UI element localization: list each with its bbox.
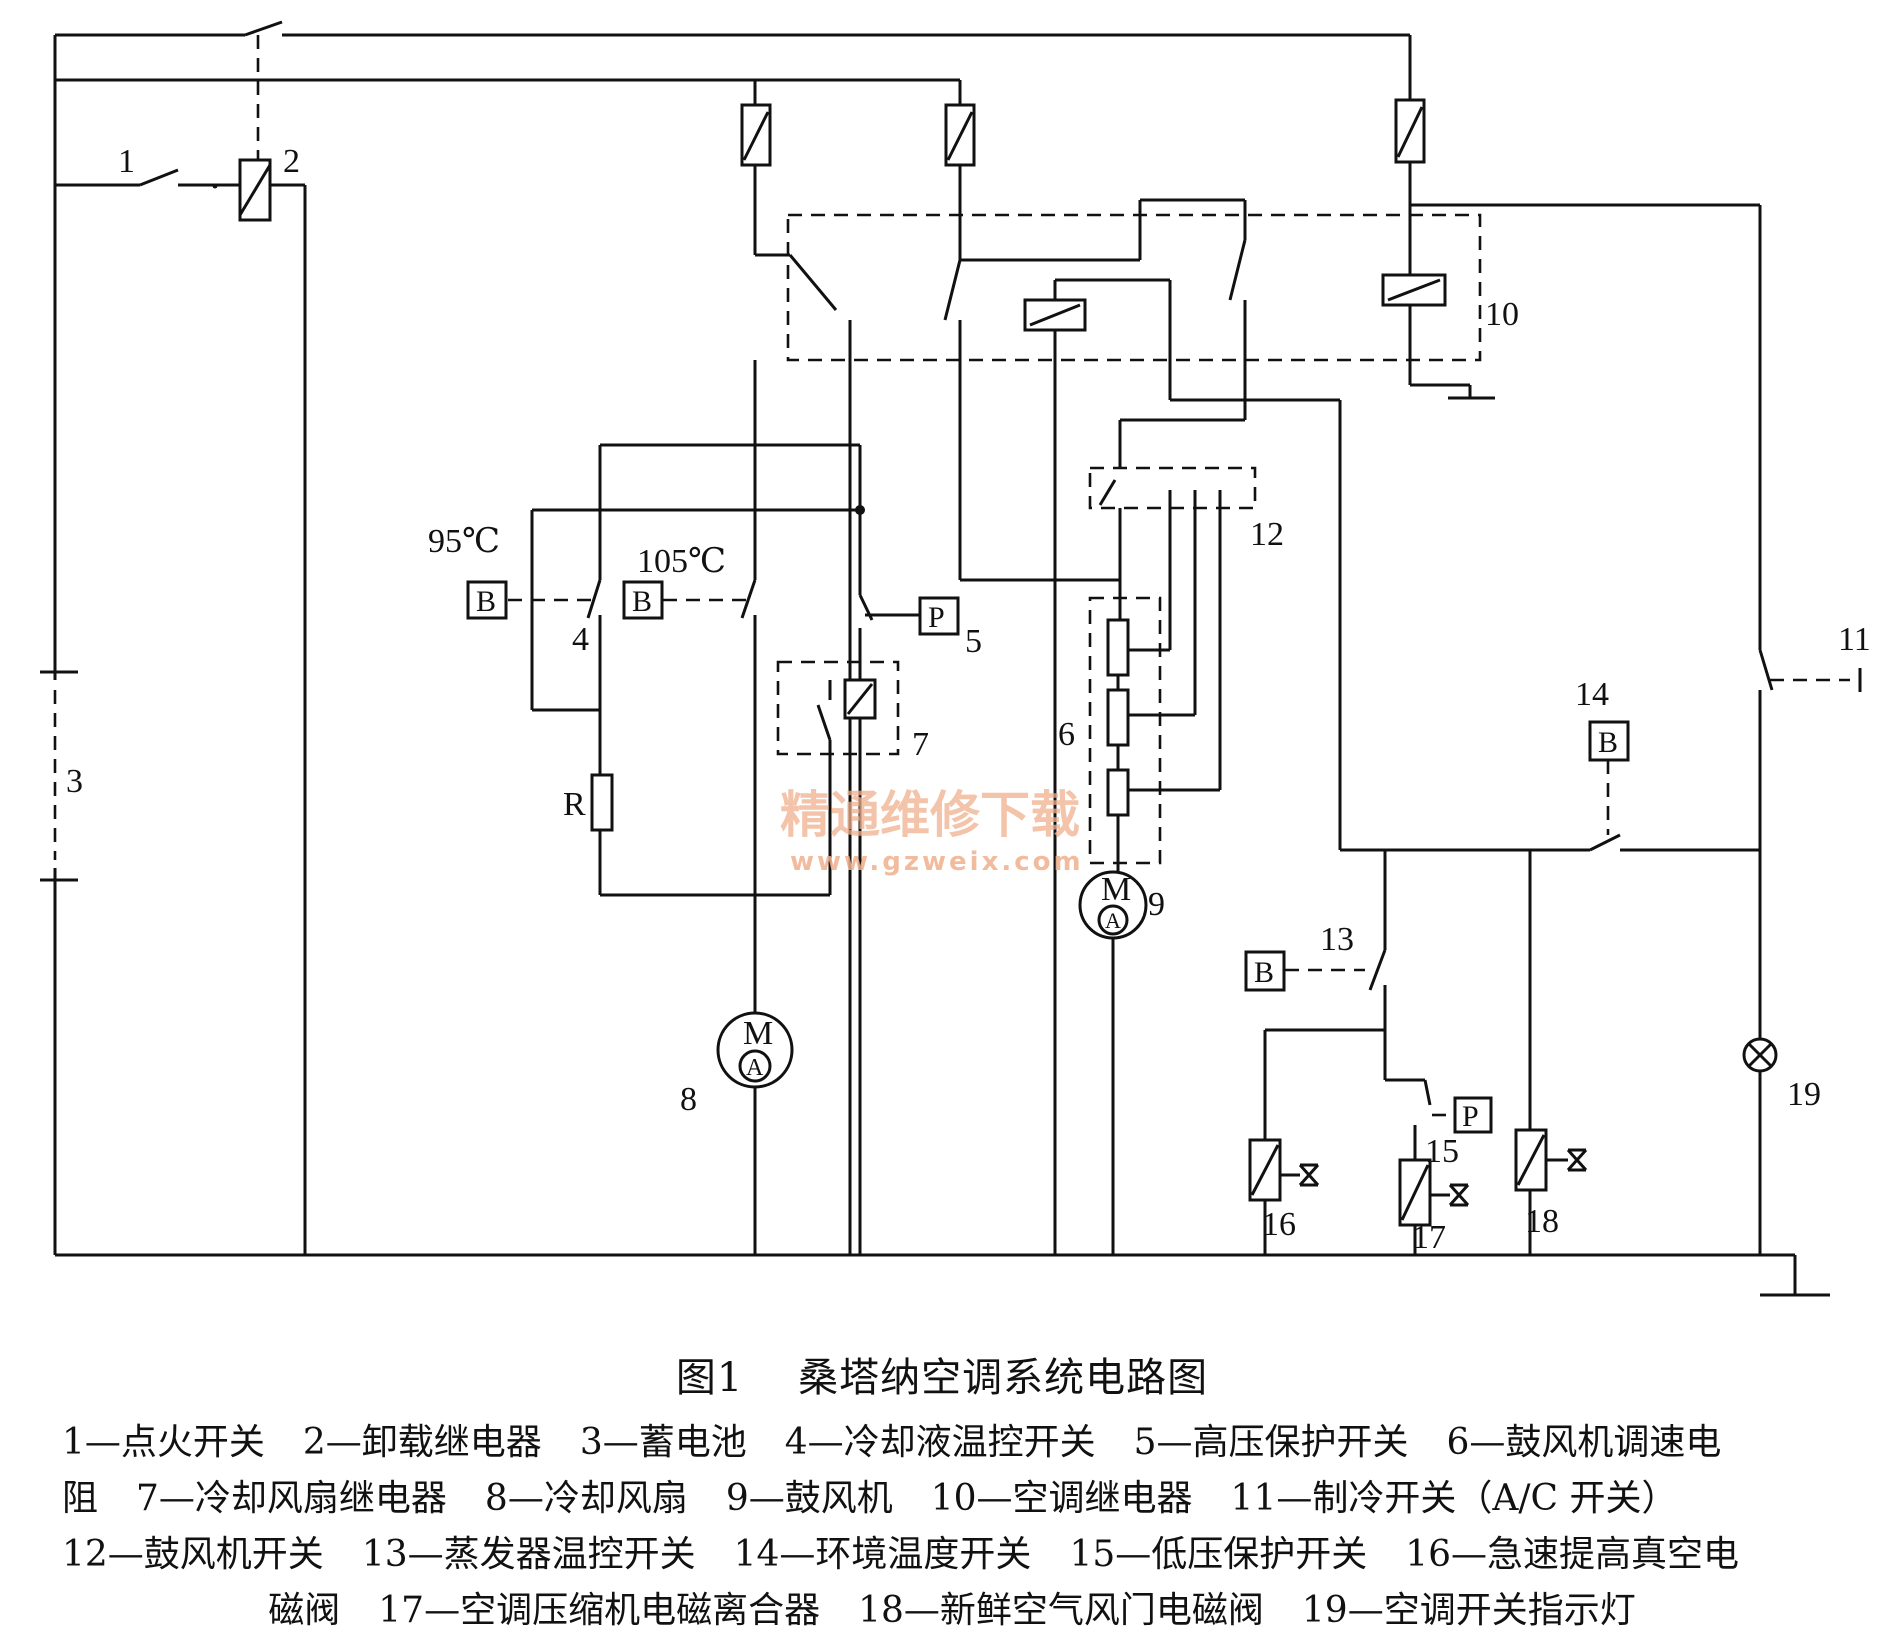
label-95c: 95℃ xyxy=(428,523,500,560)
svg-text:B: B xyxy=(632,585,652,618)
legend-item: 磁阀 xyxy=(268,1590,341,1631)
pressure-sensor-p-2: P xyxy=(1453,1096,1493,1134)
label-11: 11 xyxy=(1838,621,1871,658)
legend-item: 12—鼓风机开关 xyxy=(62,1534,324,1575)
compressor-clutch xyxy=(1398,1158,1470,1255)
legend-row-3: 12—鼓风机开关 13—蒸发器温控开关 14—环境温度开关 15—低压保护开关 16—急… xyxy=(62,1527,1842,1583)
legend-item: 10—空调继电器 xyxy=(930,1478,1193,1519)
legend-item: 16—急速提高真空电 xyxy=(1405,1534,1740,1575)
figure-caption: 图1 桑塔纳空调系统电路图 xyxy=(0,1345,1884,1403)
label-13: 13 xyxy=(1320,921,1354,958)
legend-item: 阻 xyxy=(62,1478,99,1519)
ignition-switch xyxy=(139,168,233,189)
label-2: 2 xyxy=(283,143,300,180)
high-pressure-switch xyxy=(858,510,920,680)
temp-sensor-b-2: B xyxy=(622,580,664,620)
circuit-diagram: B B P B B P M A M A 1 2 3 4 5 6 7 8 9 10… xyxy=(40,20,1871,1297)
ambient-temp-switch xyxy=(1340,760,1760,852)
label-7: 7 xyxy=(912,726,929,763)
legend-item: 1—点火开关 xyxy=(62,1422,265,1463)
legend-item: 15—低压保护开关 xyxy=(1069,1534,1368,1575)
temp-sensor-b-4: B xyxy=(1244,950,1286,992)
label-17: 17 xyxy=(1412,1219,1446,1256)
watermark-url: www.gzweix.com xyxy=(790,847,1084,877)
label-105c: 105℃ xyxy=(637,543,726,580)
label-16: 16 xyxy=(1262,1206,1296,1243)
label-18: 18 xyxy=(1525,1203,1559,1240)
svg-text:P: P xyxy=(928,601,945,634)
blower-resistor xyxy=(1088,596,1220,875)
svg-text:B: B xyxy=(1598,726,1618,759)
blower-motor xyxy=(1078,870,1148,1255)
label-19: 19 xyxy=(1787,1076,1821,1113)
component-legend: 1—点火开关 2—卸载继电器 3—蓄电池 4—冷却液温控开关 5—高压保护开关 6—鼓风机… xyxy=(62,1415,1842,1639)
idle-vacuum-valve xyxy=(1248,1028,1385,1255)
fan-motor-a: A xyxy=(746,1055,764,1081)
figure-number: 图1 xyxy=(675,1355,744,1401)
legend-item: 19—空调开关指示灯 xyxy=(1301,1590,1636,1631)
label-14: 14 xyxy=(1575,676,1609,713)
ac-relay xyxy=(755,198,1760,1255)
label-6: 6 xyxy=(1058,716,1075,753)
legend-item: 17—空调压缩机电磁离合器 xyxy=(378,1590,821,1631)
cooling-fan xyxy=(716,960,794,1255)
fuse-2 xyxy=(944,80,976,260)
svg-text:P: P xyxy=(1462,1100,1479,1133)
legend-item: 8—冷却风扇 xyxy=(484,1478,688,1519)
legend-item: 5—高压保护开关 xyxy=(1133,1422,1409,1463)
label-10: 10 xyxy=(1485,296,1519,333)
coolant-temp-switch xyxy=(508,360,865,960)
label-r: R xyxy=(563,786,586,823)
evaporator-temp-switch xyxy=(1285,850,1387,1080)
label-9: 9 xyxy=(1148,886,1165,923)
label-1: 1 xyxy=(118,143,135,180)
label-4: 4 xyxy=(572,621,589,658)
legend-item: 18—新鲜空气风门电磁阀 xyxy=(858,1590,1264,1631)
low-pressure-switch xyxy=(1385,1078,1455,1160)
temp-sensor-b-3: B xyxy=(1588,720,1630,762)
legend-item: 7—冷却风扇继电器 xyxy=(136,1478,447,1519)
blower-motor-m: M xyxy=(1101,871,1131,908)
battery xyxy=(40,670,78,882)
supply-rails xyxy=(53,20,1795,1257)
label-12: 12 xyxy=(1250,516,1284,553)
fresh-air-valve xyxy=(1514,850,1588,1255)
unloading-relay xyxy=(233,35,307,1255)
legend-item: 13—蒸发器温控开关 xyxy=(361,1534,696,1575)
legend-row-4: 磁阀 17—空调压缩机电磁离合器 18—新鲜空气风门电磁阀 19—空调开关指示灯 xyxy=(62,1583,1842,1639)
indicator-lamp xyxy=(1742,1037,1830,1297)
fuse-3 xyxy=(1394,98,1426,270)
svg-text:B: B xyxy=(1254,956,1274,989)
legend-item: 6—鼓风机调速电 xyxy=(1446,1422,1722,1463)
temp-sensor-b-1: B xyxy=(466,580,508,620)
legend-row-1: 1—点火开关 2—卸载继电器 3—蓄电池 4—冷却液温控开关 5—高压保护开关 6—鼓风机… xyxy=(62,1415,1842,1471)
fan-motor-m: M xyxy=(743,1015,773,1052)
legend-row-2: 阻 7—冷却风扇继电器 8—冷却风扇 9—鼓风机 10—空调继电器 11—制冷开关（A/C… xyxy=(62,1471,1842,1527)
pressure-sensor-p-1: P xyxy=(918,596,960,636)
figure-title: 桑塔纳空调系统电路图 xyxy=(798,1355,1209,1401)
ac-switch xyxy=(1758,205,1862,1040)
blower-switch xyxy=(1088,418,1257,790)
legend-item: 4—冷却液温控开关 xyxy=(784,1422,1096,1463)
legend-item: 9—鼓风机 xyxy=(725,1478,893,1519)
label-3: 3 xyxy=(66,763,83,800)
resistor-r xyxy=(590,740,832,897)
label-15: 15 xyxy=(1425,1133,1459,1170)
fuse-1 xyxy=(740,80,772,255)
legend-item: 2—卸载继电器 xyxy=(302,1422,542,1463)
fan-relay xyxy=(776,660,900,1255)
blower-motor-a: A xyxy=(1105,908,1121,933)
label-8: 8 xyxy=(680,1081,697,1118)
label-5: 5 xyxy=(965,623,982,660)
svg-text:B: B xyxy=(476,585,496,618)
legend-item: 14—环境温度开关 xyxy=(733,1534,1032,1575)
legend-item: 11—制冷开关（A/C 开关） xyxy=(1230,1478,1678,1519)
legend-item: 3—蓄电池 xyxy=(579,1422,747,1463)
watermark-text: 精通维修下载 xyxy=(780,786,1080,844)
